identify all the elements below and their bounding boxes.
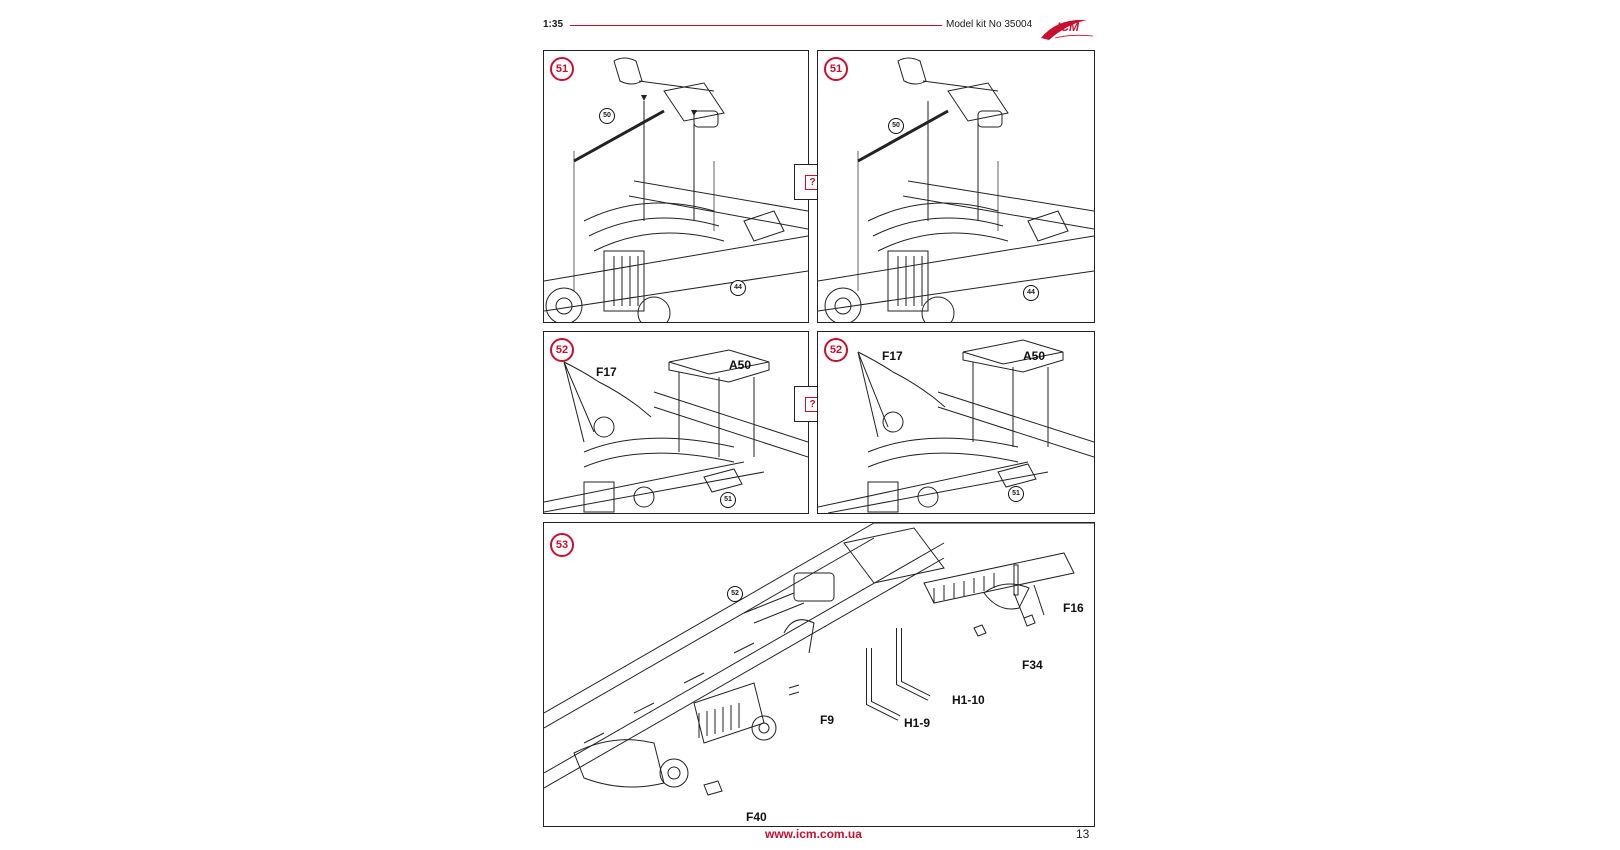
page-number: 13 [1076, 827, 1090, 841]
step-52-panel-left: 52 F17 A50 51 [543, 331, 809, 514]
ref-52: 52 [727, 586, 743, 602]
ref-51: 51 [720, 492, 736, 508]
step-52-drawing-right [818, 339, 1094, 513]
ref-44: 44 [730, 280, 746, 296]
model-kit-number: Model kit No 35004 [946, 19, 1033, 30]
part-label-f34: F34 [1022, 658, 1043, 672]
header-rule [570, 25, 942, 26]
step-number-51-alt: 51 [824, 57, 848, 81]
svg-text:ICM: ICM [1057, 20, 1080, 34]
ref-50: 50 [599, 108, 615, 124]
part-label-f9: F9 [820, 713, 835, 727]
part-label-h1-9: H1-9 [904, 716, 931, 730]
step-number-52: 52 [550, 338, 574, 362]
step-51-drawing-left [544, 57, 808, 322]
part-label-h1-10: H1-10 [952, 693, 985, 707]
step-number-51: 51 [550, 57, 574, 81]
step-52-drawing-left [544, 349, 808, 513]
ref-51-alt: 51 [1008, 486, 1024, 502]
part-label-f16: F16 [1063, 601, 1084, 615]
step-53-drawing [544, 523, 1094, 796]
step-52-panel-right: 52 F17 A50 51 [817, 331, 1095, 514]
part-label-f17-alt: F17 [882, 349, 903, 363]
ref-50-alt: 50 [888, 118, 904, 134]
icm-logo: ICM [1041, 19, 1094, 40]
part-label-f40: F40 [746, 810, 767, 824]
ref-44-alt: 44 [1023, 285, 1039, 301]
part-label-a50: A50 [729, 358, 752, 372]
step-53-panel: 53 52 F16 F34 H1-10 H1-9 F9 F40 [543, 522, 1095, 827]
part-label-f17: F17 [596, 365, 617, 379]
part-label-a50-alt: A50 [1023, 349, 1046, 363]
footer-url[interactable]: www.icm.com.ua [765, 827, 862, 841]
step-number-52-alt: 52 [824, 338, 848, 362]
step-number-53: 53 [550, 533, 574, 557]
scale-label: 1:35 [543, 19, 564, 30]
step-51-panel-left: 51 50 44 [543, 50, 809, 323]
step-51-panel-right: 51 50 44 [817, 50, 1095, 323]
step-51-drawing-right [818, 57, 1094, 322]
